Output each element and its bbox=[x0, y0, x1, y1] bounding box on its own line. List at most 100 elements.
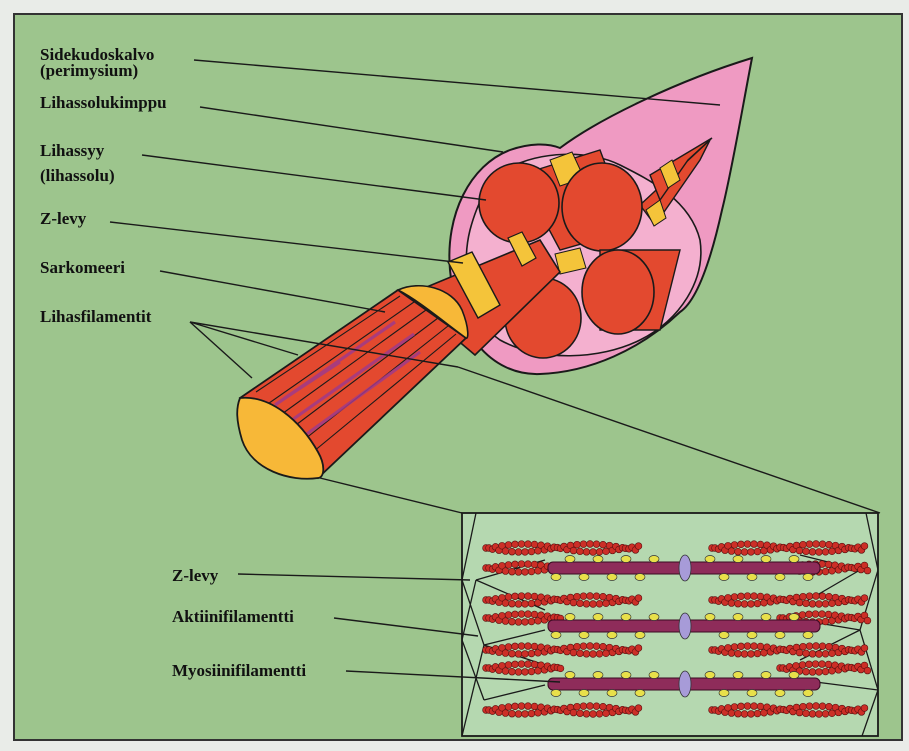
actin-bead bbox=[509, 710, 516, 717]
actin-bead bbox=[635, 705, 642, 712]
actin-bead bbox=[757, 541, 764, 548]
actin-bead bbox=[502, 548, 509, 555]
actin-bead bbox=[748, 601, 755, 608]
actin-bead bbox=[577, 600, 584, 607]
myosin-head bbox=[607, 574, 617, 581]
actin-bead bbox=[587, 703, 594, 710]
actin-bead bbox=[819, 541, 826, 548]
actin-bead bbox=[819, 611, 826, 618]
myosin-head bbox=[803, 574, 813, 581]
actin-bead bbox=[512, 661, 519, 668]
myosin-head bbox=[649, 614, 659, 621]
actin-bead bbox=[570, 709, 577, 716]
myosin-head bbox=[747, 632, 757, 639]
actin-bead bbox=[799, 662, 806, 669]
actin-bead bbox=[502, 710, 509, 717]
actin-bead bbox=[728, 600, 735, 607]
actin-bead bbox=[531, 703, 538, 710]
actin-bead bbox=[812, 611, 819, 618]
actin-bead bbox=[728, 650, 735, 657]
actin-bead bbox=[577, 710, 584, 717]
actin-bead bbox=[525, 593, 532, 600]
actin-bead bbox=[748, 549, 755, 556]
actin-bead bbox=[509, 650, 516, 657]
actin-bead bbox=[754, 548, 761, 555]
fiber-end bbox=[562, 163, 642, 251]
actin-bead bbox=[570, 649, 577, 656]
actin-bead bbox=[502, 650, 509, 657]
actin-bead bbox=[515, 711, 522, 718]
actin-bead bbox=[816, 601, 823, 608]
actin-bead bbox=[751, 541, 758, 548]
myosin-head bbox=[775, 690, 785, 697]
label-actin: Aktiinifilamentti bbox=[172, 607, 294, 626]
actin-bead bbox=[826, 541, 833, 548]
label-z-disc: Z-levy bbox=[40, 209, 87, 228]
actin-bead bbox=[515, 601, 522, 608]
label-fascicle: Lihassolukimppu bbox=[40, 93, 167, 112]
actin-bead bbox=[861, 543, 868, 550]
actin-bead bbox=[809, 710, 816, 717]
actin-bead bbox=[826, 593, 833, 600]
actin-bead bbox=[512, 703, 519, 710]
actin-bead bbox=[583, 548, 590, 555]
actin-bead bbox=[587, 593, 594, 600]
actin-bead bbox=[574, 593, 581, 600]
actin-bead bbox=[819, 661, 826, 668]
actin-bead bbox=[735, 548, 742, 555]
myosin-head bbox=[621, 614, 631, 621]
actin-bead bbox=[813, 703, 820, 710]
myosin-head bbox=[649, 556, 659, 563]
actin-bead bbox=[518, 611, 525, 618]
actin-bead bbox=[822, 548, 829, 555]
actin-bead bbox=[822, 568, 829, 575]
actin-bead bbox=[809, 600, 816, 607]
actin-bead bbox=[826, 643, 833, 650]
actin-bead bbox=[531, 541, 538, 548]
actin-bead bbox=[744, 643, 751, 650]
actin-bead bbox=[600, 593, 607, 600]
myosin-head bbox=[565, 672, 575, 679]
actin-bead bbox=[748, 711, 755, 718]
actin-bead bbox=[596, 710, 603, 717]
actin-bead bbox=[803, 600, 810, 607]
actin-bead bbox=[813, 593, 820, 600]
actin-bead bbox=[518, 593, 525, 600]
actin-bead bbox=[864, 567, 871, 574]
actin-bead bbox=[809, 650, 816, 657]
actin-bead bbox=[505, 644, 512, 651]
actin-bead bbox=[522, 601, 529, 608]
actin-bead bbox=[600, 703, 607, 710]
actin-bead bbox=[819, 643, 826, 650]
actin-bead bbox=[590, 651, 597, 658]
actin-bead bbox=[531, 611, 538, 618]
actin-bead bbox=[822, 650, 829, 657]
actin-bead bbox=[822, 618, 829, 625]
actin-bead bbox=[515, 651, 522, 658]
label-sarcomere: Sarkomeeri bbox=[40, 258, 125, 277]
actin-bead bbox=[531, 643, 538, 650]
label-inset-z-disc: Z-levy bbox=[172, 566, 219, 585]
myosin-head bbox=[733, 614, 743, 621]
myosin-head bbox=[551, 690, 561, 697]
actin-bead bbox=[580, 703, 587, 710]
actin-bead bbox=[509, 568, 516, 575]
actin-bead bbox=[596, 600, 603, 607]
actin-bead bbox=[748, 651, 755, 658]
actin-bead bbox=[515, 669, 522, 676]
actin-bead bbox=[735, 710, 742, 717]
label-myofilaments: Lihasfilamentit bbox=[40, 307, 152, 326]
actin-bead bbox=[754, 650, 761, 657]
m-line bbox=[679, 671, 691, 697]
actin-bead bbox=[515, 619, 522, 626]
actin-bead bbox=[528, 548, 535, 555]
actin-bead bbox=[574, 541, 581, 548]
myosin-head bbox=[593, 672, 603, 679]
actin-bead bbox=[522, 711, 529, 718]
actin-bead bbox=[738, 643, 745, 650]
actin-bead bbox=[600, 643, 607, 650]
actin-bead bbox=[528, 618, 535, 625]
myosin-head bbox=[733, 672, 743, 679]
actin-bead bbox=[799, 612, 806, 619]
